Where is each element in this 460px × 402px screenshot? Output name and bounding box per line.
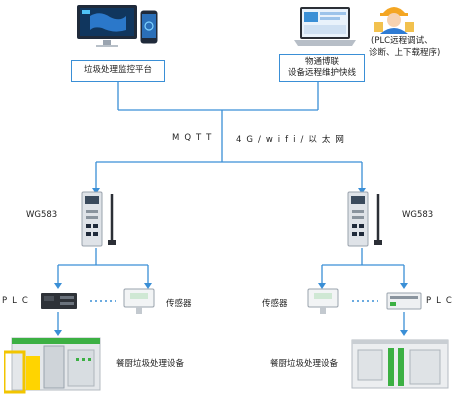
left-sensor-device <box>122 287 156 315</box>
platform-box: 垃圾处理监控平台 <box>71 60 165 82</box>
right-plc-device <box>386 291 422 311</box>
right-sensor-label: 传感器 <box>262 299 288 309</box>
monitor-icon <box>76 4 138 48</box>
platform-label: 垃圾处理监控平台 <box>83 65 152 76</box>
mqtt-label: MQTT <box>172 133 217 143</box>
smartphone-icon <box>140 10 158 44</box>
engineer-note-line2: 诊断、上下载程序) <box>369 48 441 58</box>
left-plc-label: PLC <box>2 296 33 306</box>
remote-line1: 物通博联 <box>304 56 339 67</box>
right-food-waste-equipment <box>348 332 452 392</box>
left-equipment-label: 餐厨垃圾处理设备 <box>116 359 185 369</box>
engineer-note-line1: (PLC远程调试、 <box>371 36 433 46</box>
gateway-right-device <box>346 186 388 248</box>
left-food-waste-equipment <box>2 332 104 394</box>
gateway-right-name: WG583 <box>402 210 434 220</box>
network-label: 4G/wifi/以太网 <box>236 135 349 145</box>
remote-maintenance-box: 物通博联 设备远程维护快线 <box>279 54 365 82</box>
left-sensor-label: 传感器 <box>166 299 192 309</box>
right-sensor-device <box>306 287 340 315</box>
gateway-left-device <box>80 186 122 248</box>
gateway-left-name: WG583 <box>26 210 58 220</box>
remote-line2: 设备远程维护快线 <box>287 68 356 78</box>
laptop-icon <box>292 6 358 48</box>
left-plc-device <box>40 290 78 312</box>
right-plc-label: PLC <box>426 296 457 306</box>
engineer-icon <box>374 0 414 34</box>
right-equipment-label: 餐厨垃圾处理设备 <box>270 359 339 369</box>
